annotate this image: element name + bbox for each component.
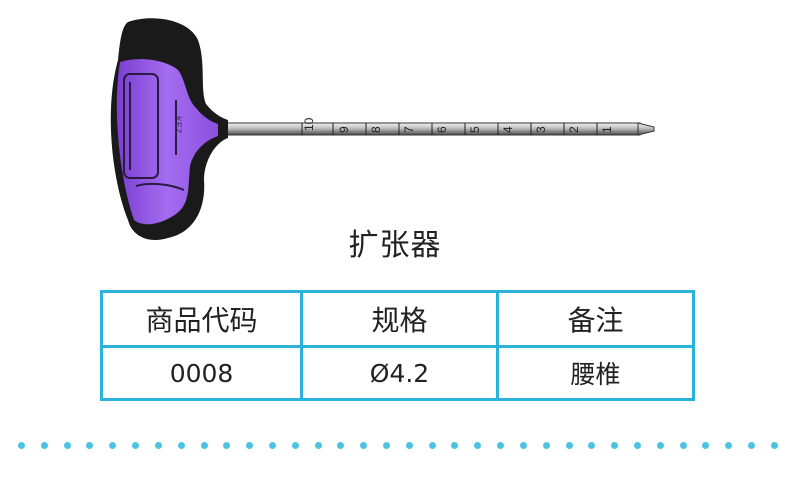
scale-mark: 7 bbox=[398, 123, 416, 135]
divider-dot bbox=[291, 442, 299, 449]
cell-product-code: 0008 bbox=[100, 345, 303, 401]
scale-mark: 1 bbox=[596, 123, 614, 135]
header-remarks: 备注 bbox=[496, 290, 695, 348]
scale-mark: 9 bbox=[332, 123, 351, 135]
svg-text:5: 5 bbox=[468, 126, 482, 133]
divider-dot bbox=[109, 442, 117, 449]
divider-dot bbox=[223, 442, 231, 449]
scale-mark: 2 bbox=[563, 123, 581, 135]
divider-dot bbox=[565, 442, 573, 449]
divider-dot bbox=[679, 442, 687, 449]
svg-text:4: 4 bbox=[501, 126, 515, 133]
scale-mark: 5 bbox=[464, 123, 482, 135]
cell-remarks: 腰椎 bbox=[496, 345, 695, 401]
divider-dot bbox=[132, 442, 140, 449]
scale-mark: 8 bbox=[365, 123, 383, 135]
dilator-product-image: KEZ 10 9 8 7 6 5 4 bbox=[110, 18, 655, 240]
divider-dot bbox=[542, 442, 550, 449]
divider-dot bbox=[588, 442, 596, 449]
svg-text:1: 1 bbox=[600, 126, 614, 133]
product-title: 扩张器 bbox=[348, 228, 442, 263]
divider-dot bbox=[451, 442, 459, 449]
spec-table: 商品代码 规格 备注 0008 Ø4.2 腰椎 bbox=[100, 290, 695, 401]
svg-text:3: 3 bbox=[534, 126, 548, 133]
divider-dot bbox=[86, 442, 94, 449]
divider-dot bbox=[497, 442, 505, 449]
divider-dot bbox=[702, 442, 710, 449]
divider-dot bbox=[656, 442, 664, 449]
dotted-divider bbox=[18, 442, 778, 450]
divider-dot bbox=[383, 442, 390, 449]
header-specification: 规格 bbox=[300, 290, 499, 348]
divider-dot bbox=[748, 442, 755, 449]
svg-text:10: 10 bbox=[302, 117, 316, 131]
scale-mark: 3 bbox=[530, 123, 548, 135]
divider-dot bbox=[474, 442, 482, 449]
dilator-shaft bbox=[209, 122, 655, 136]
header-product-code: 商品代码 bbox=[100, 290, 303, 348]
divider-dot bbox=[337, 442, 345, 449]
svg-text:6: 6 bbox=[435, 126, 449, 133]
divider-dot bbox=[428, 442, 436, 449]
divider-dot bbox=[519, 442, 527, 449]
scale-mark: 4 bbox=[497, 123, 515, 135]
divider-dot bbox=[268, 442, 276, 449]
cell-specification: Ø4.2 bbox=[300, 345, 499, 401]
divider-dot bbox=[770, 442, 778, 449]
scale-mark: 10 bbox=[301, 117, 316, 135]
svg-text:8: 8 bbox=[369, 126, 383, 133]
svg-text:7: 7 bbox=[402, 126, 416, 133]
divider-dot bbox=[63, 442, 71, 449]
divider-dot bbox=[725, 442, 733, 449]
divider-dot bbox=[154, 442, 162, 449]
divider-dot bbox=[405, 442, 413, 449]
table-row: 0008 Ø4.2 腰椎 bbox=[100, 345, 695, 401]
divider-dot bbox=[200, 442, 208, 449]
divider-dot bbox=[611, 442, 619, 449]
shaft-scale: 10 9 8 7 6 5 4 3 bbox=[301, 117, 614, 135]
handle-logo-text: KEZ bbox=[173, 116, 183, 134]
divider-dot bbox=[314, 442, 322, 449]
divider-dot bbox=[40, 442, 48, 449]
divider-dot bbox=[177, 442, 185, 449]
svg-text:9: 9 bbox=[337, 126, 351, 133]
svg-text:2: 2 bbox=[567, 126, 581, 133]
handle-detail bbox=[123, 73, 185, 191]
divider-dot bbox=[18, 442, 25, 449]
dilator-handle bbox=[116, 59, 218, 225]
scale-mark: 6 bbox=[431, 123, 449, 135]
divider-dot bbox=[360, 442, 368, 449]
table-header-row: 商品代码 规格 备注 bbox=[100, 290, 695, 348]
divider-dot bbox=[246, 442, 254, 449]
divider-dot bbox=[633, 442, 641, 449]
